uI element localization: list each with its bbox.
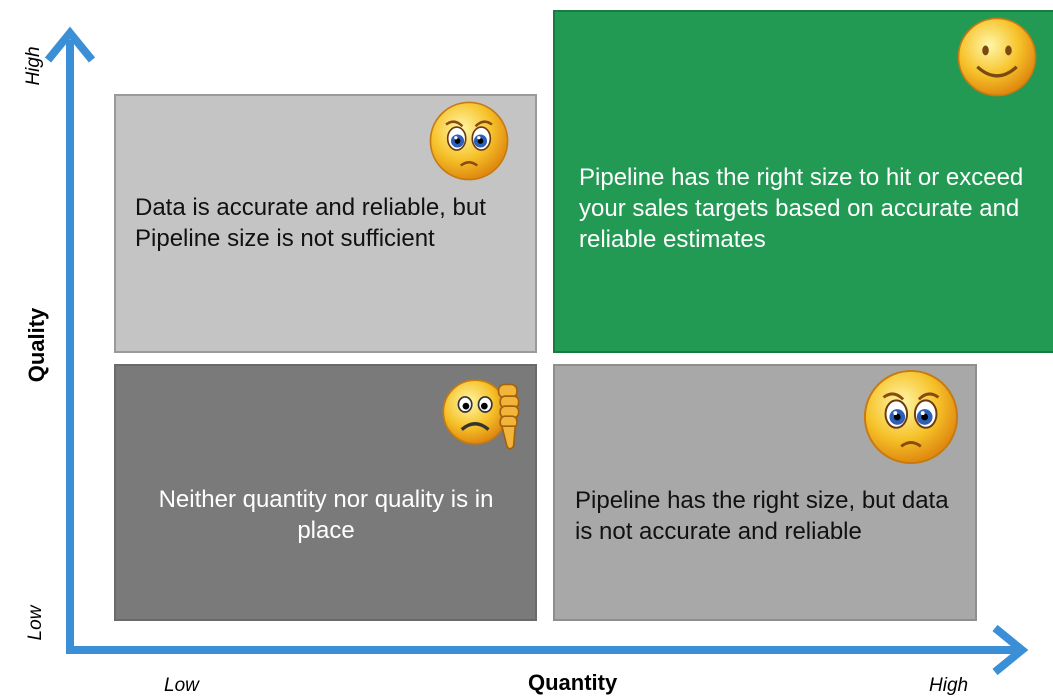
- x-axis-high-label: High: [929, 675, 969, 696]
- y-axis-high-label: High: [23, 46, 44, 86]
- thumbs-down-face-icon: [442, 379, 520, 450]
- sad-crying-face-icon: [863, 369, 959, 465]
- sad-crying-face-icon: [429, 101, 509, 181]
- x-axis-title: Quantity: [528, 670, 618, 695]
- quadrant-bottom-left-text: Neither quantity nor quality is in place: [158, 486, 494, 544]
- x-axis-arrowhead: [992, 624, 1029, 676]
- smiley-face-icon: [957, 17, 1037, 97]
- y-axis-title: Quality: [24, 307, 49, 383]
- quadrant-top-right-text: Pipeline has the right size to hit or ex…: [579, 164, 1024, 253]
- y-axis-arrowhead: [44, 26, 96, 63]
- x-axis-low-label: Low: [164, 675, 199, 696]
- quadrant-bottom-right-text: Pipeline has the right size, but data is…: [575, 487, 949, 545]
- y-axis-low-label: Low: [25, 605, 46, 641]
- quadrant-top-left-text: Data is accurate and reliable, but Pipel…: [135, 194, 486, 252]
